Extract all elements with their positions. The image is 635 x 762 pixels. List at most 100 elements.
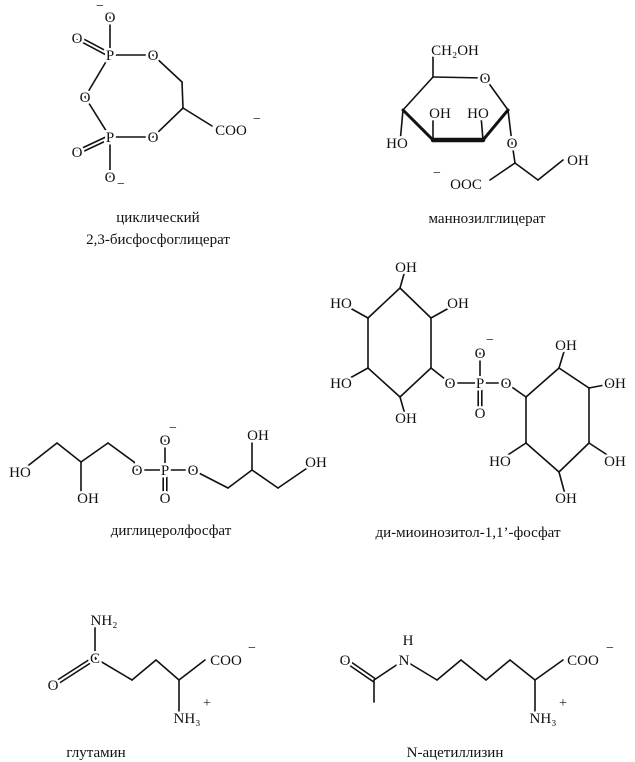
- atom: O: [48, 678, 59, 694]
- charge-minus: −: [433, 166, 441, 181]
- atom: NH₃: [530, 711, 557, 727]
- bond: [192, 469, 229, 489]
- bond: [152, 54, 183, 83]
- bond: [402, 76, 434, 111]
- bond: [56, 442, 82, 463]
- caption: 2,3-бисфосфоглицерат: [86, 232, 230, 248]
- bond: [78, 35, 112, 55]
- caption: маннозилглицерат: [429, 211, 546, 227]
- atom: O: [475, 406, 486, 422]
- bond: [525, 442, 560, 473]
- bond: [558, 471, 567, 499]
- atom: OH: [247, 428, 269, 444]
- atom: NH₃: [174, 711, 201, 727]
- bond: [399, 367, 432, 398]
- bond: [340, 367, 369, 384]
- atom: O: [501, 376, 512, 392]
- bond: [430, 367, 451, 384]
- atom: O: [475, 346, 486, 362]
- bond: [485, 659, 511, 681]
- bonds: [19, 16, 616, 719]
- bond: [537, 159, 564, 181]
- bond: [511, 142, 516, 164]
- atom: OOC: [450, 177, 482, 193]
- caption: циклический: [116, 210, 199, 226]
- caption: N-ацетиллизин: [407, 745, 504, 761]
- atom: O: [105, 170, 116, 186]
- bond: [155, 659, 180, 681]
- bond: [489, 162, 516, 181]
- charge-minus: −: [96, 0, 104, 14]
- bond: [107, 442, 135, 463]
- atom: P: [476, 376, 484, 392]
- bond: [403, 659, 438, 681]
- bond: [343, 660, 374, 683]
- atom: COO: [215, 123, 247, 139]
- caption: диглицеролфосфат: [111, 523, 232, 539]
- atom: OH: [604, 454, 626, 470]
- atom: H: [403, 633, 414, 649]
- bond: [399, 396, 407, 419]
- charge-minus: −: [253, 112, 261, 127]
- bond: [367, 367, 401, 398]
- bond: [401, 108, 435, 142]
- molecule-diglycerolphosphate: HO OH O P O O − O OH OH диглицеролфосфат: [7, 421, 330, 539]
- bond: [373, 659, 405, 681]
- atom: O: [160, 491, 171, 507]
- atom: OH: [77, 491, 99, 507]
- bond: [84, 54, 111, 98]
- bond: [499, 442, 527, 461]
- atom: HO: [9, 465, 31, 481]
- charge-minus: −: [486, 333, 494, 348]
- molecule-n-acetyllysine: O N H COO − NH₃ + N-ацетиллизин: [337, 631, 614, 762]
- atom: P: [161, 463, 169, 479]
- bond: [432, 76, 486, 79]
- bond: [399, 109, 404, 144]
- atom: OH: [567, 153, 589, 169]
- charge-plus: +: [559, 696, 567, 711]
- atom: COO: [567, 653, 599, 669]
- atom: OH: [305, 455, 327, 471]
- bond: [345, 657, 376, 680]
- bond: [525, 367, 560, 398]
- bond: [588, 442, 616, 461]
- bond: [19, 442, 58, 473]
- bond: [76, 134, 111, 152]
- atom: O: [148, 48, 159, 64]
- bond: [77, 137, 112, 155]
- bond: [558, 367, 590, 389]
- atom: COO: [210, 653, 242, 669]
- atom: O: [160, 433, 171, 449]
- atom: P: [106, 130, 114, 146]
- atom: P: [106, 48, 114, 64]
- bond: [509, 659, 536, 681]
- molecule-cyclic-bpg: O − O P O O P O O O − COO − циклический …: [69, 0, 261, 248]
- bond: [484, 77, 509, 111]
- bond: [481, 108, 510, 142]
- atom: O: [80, 90, 91, 106]
- caption: глутамин: [66, 745, 125, 761]
- atom: OH: [429, 106, 451, 122]
- atom: CH₂OH: [431, 43, 479, 59]
- bond: [399, 266, 407, 289]
- bond: [558, 442, 590, 473]
- bond: [131, 659, 157, 681]
- bond: [588, 382, 616, 389]
- bond: [430, 302, 459, 319]
- charge-minus: −: [169, 421, 177, 436]
- bond: [80, 442, 109, 463]
- bond: [84, 96, 111, 138]
- bond: [534, 659, 564, 681]
- bond: [76, 38, 110, 58]
- atom: HO: [330, 296, 352, 312]
- bond: [181, 81, 184, 109]
- atom: OH: [447, 296, 469, 312]
- bond: [340, 302, 369, 319]
- atom: HO: [386, 136, 408, 152]
- bond: [460, 659, 487, 681]
- bond: [514, 162, 539, 181]
- molecule-glutamine: NH₂ C O COO − NH₃ + глутамин: [45, 611, 256, 762]
- bond: [152, 107, 184, 138]
- bond: [480, 115, 484, 141]
- bond: [94, 657, 133, 681]
